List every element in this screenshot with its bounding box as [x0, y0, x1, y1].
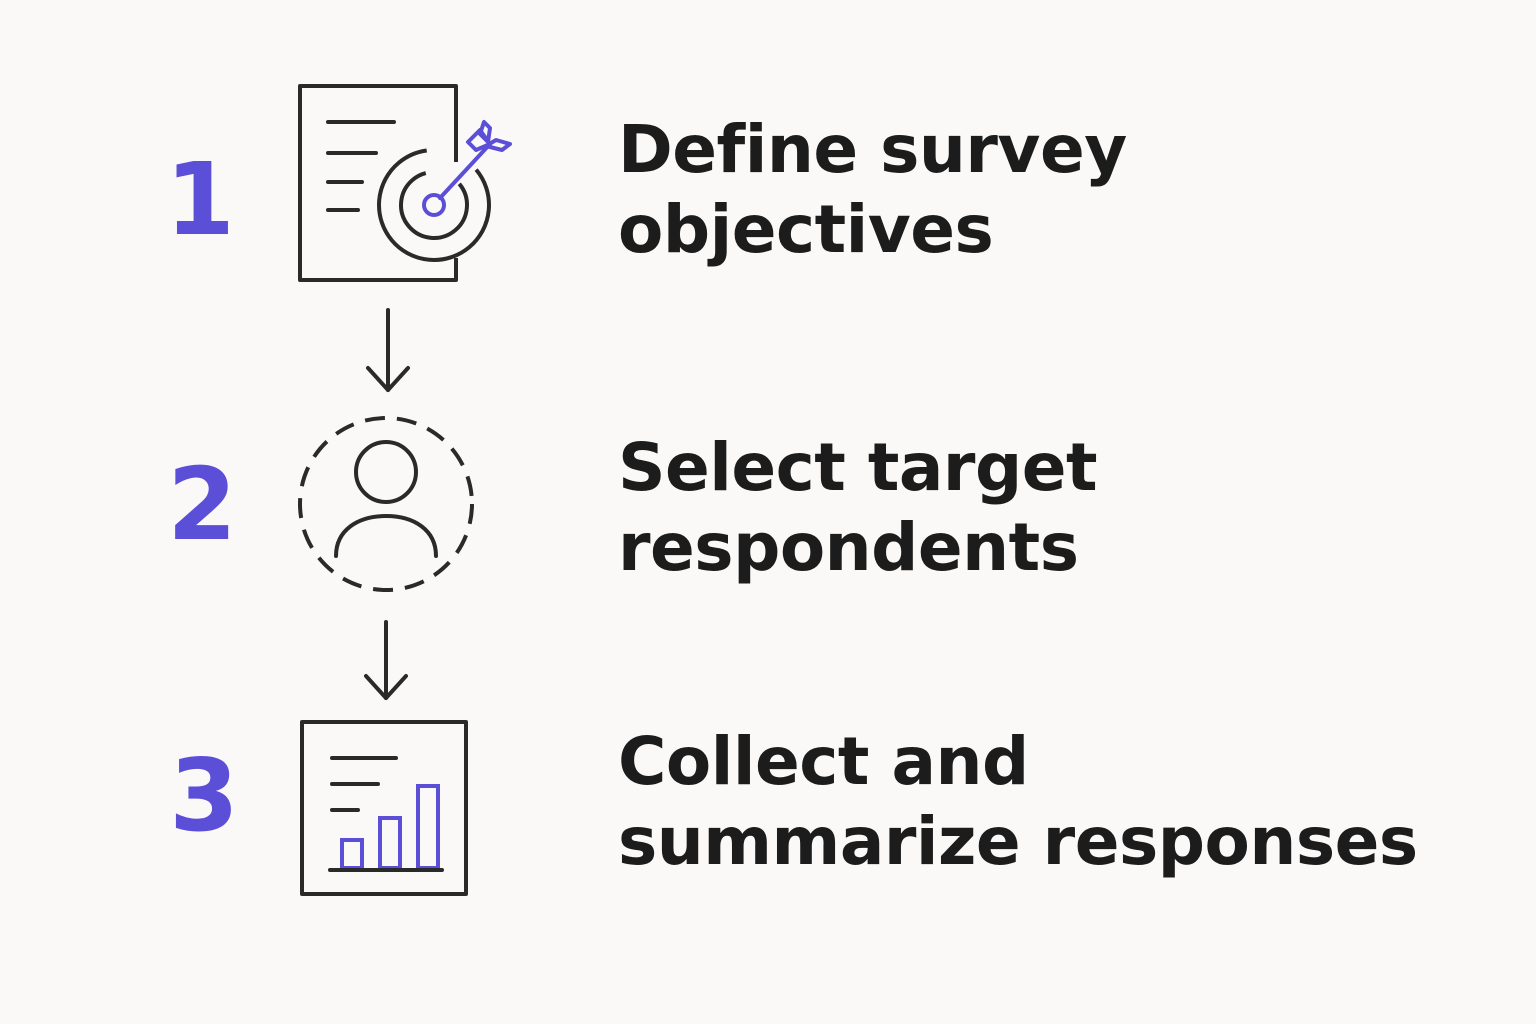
- step-3-label-line-2: summarize responses: [618, 803, 1418, 880]
- step-2-label: Select target respondents: [618, 428, 1098, 588]
- user-circle-icon: [298, 416, 474, 592]
- step-1-number: 1: [165, 141, 235, 258]
- down-arrow-icon: [366, 308, 410, 392]
- step-2-number: 2: [167, 446, 237, 563]
- step-3-number: 3: [169, 737, 239, 854]
- step-3-label: Collect and summarize responses: [618, 722, 1418, 882]
- step-1-label-line-1: Define survey: [618, 111, 1127, 188]
- report-bar-chart-icon: [300, 720, 468, 896]
- down-arrow-icon: [364, 620, 408, 700]
- step-2-label-line-2: respondents: [618, 509, 1079, 586]
- step-1-label-line-2: objectives: [618, 191, 994, 268]
- document-target-icon: [298, 84, 512, 282]
- step-2-label-line-1: Select target: [618, 429, 1098, 506]
- step-1-label: Define survey objectives: [618, 110, 1127, 270]
- step-3-label-line-1: Collect and: [618, 723, 1029, 800]
